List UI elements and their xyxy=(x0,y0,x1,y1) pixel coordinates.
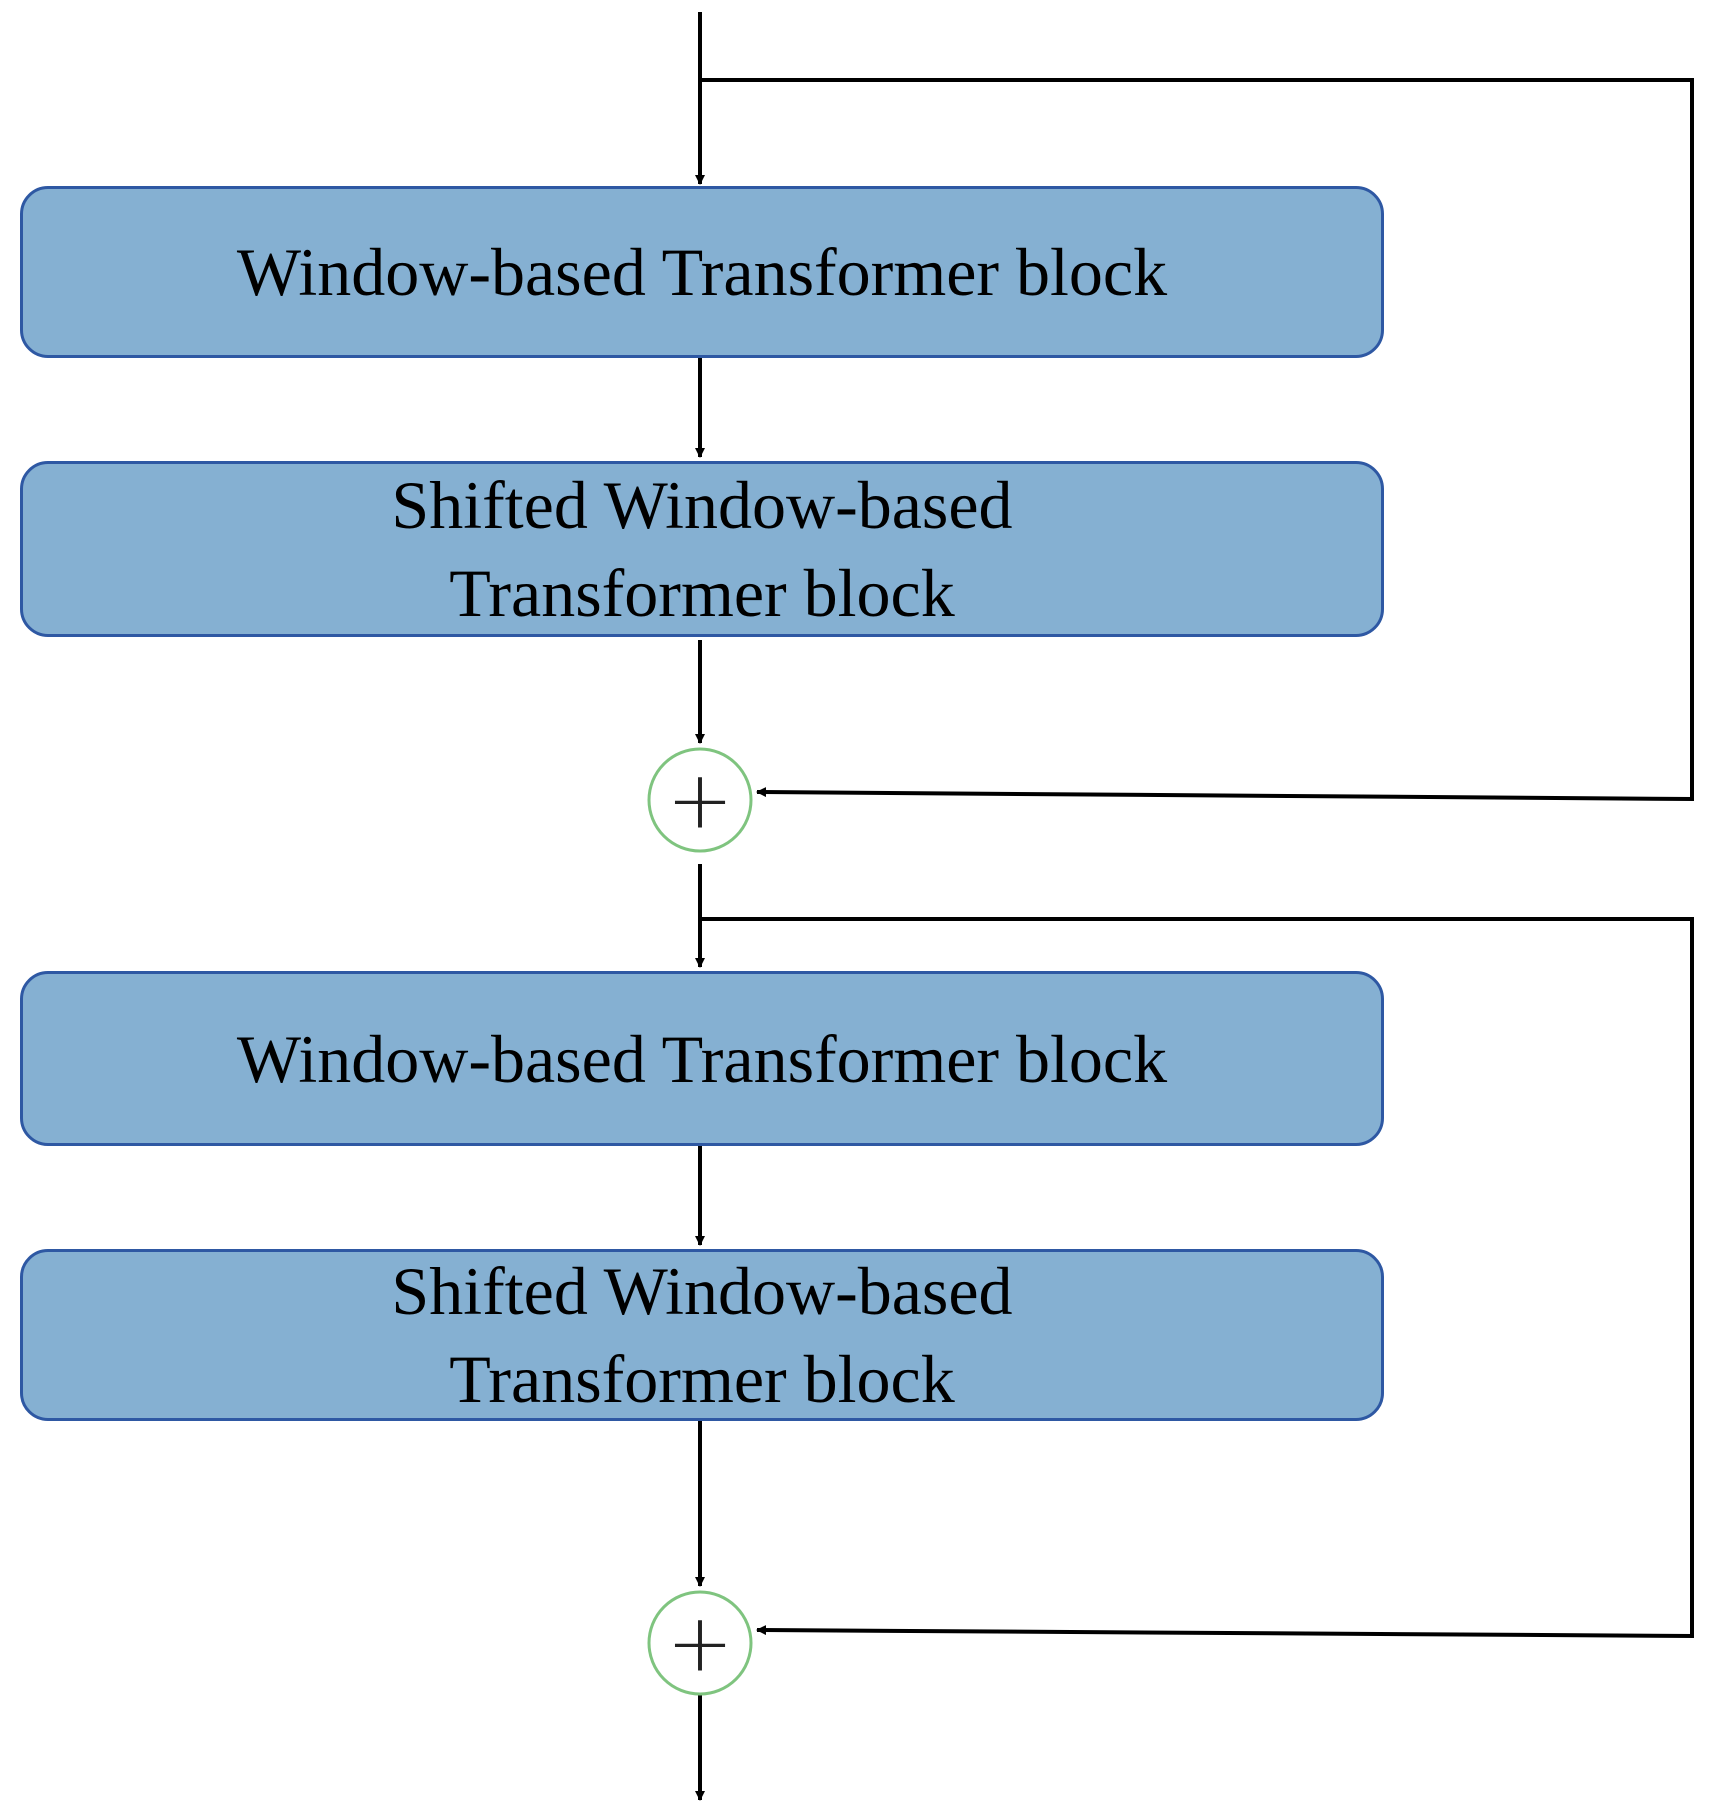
window-transformer-block: Window-based Transformer block xyxy=(20,971,1384,1146)
sum-node-1: + xyxy=(647,747,753,853)
block-label-line2: Transformer block xyxy=(449,1341,955,1417)
block-label-line1: Window-based Transformer block xyxy=(236,1020,1168,1097)
skip-connection-1 xyxy=(702,78,1694,802)
sum-node-2: + xyxy=(647,1590,753,1696)
shifted-window-transformer-block: Shifted Window-based Transformer block xyxy=(20,1249,1384,1421)
block-label-line1: Shifted Window-based xyxy=(391,1253,1013,1329)
skip-connection-2 xyxy=(702,917,1694,1639)
plus-icon: + xyxy=(666,754,733,847)
block-label-line1: Window-based Transformer block xyxy=(236,234,1168,310)
plus-icon: + xyxy=(666,1597,733,1690)
block-label-line2: Transformer block xyxy=(449,555,955,631)
block-label-line1: Shifted Window-based xyxy=(391,467,1013,543)
window-transformer-block: Window-based Transformer block xyxy=(20,186,1384,358)
shifted-window-transformer-block: Shifted Window-based Transformer block xyxy=(20,461,1384,637)
